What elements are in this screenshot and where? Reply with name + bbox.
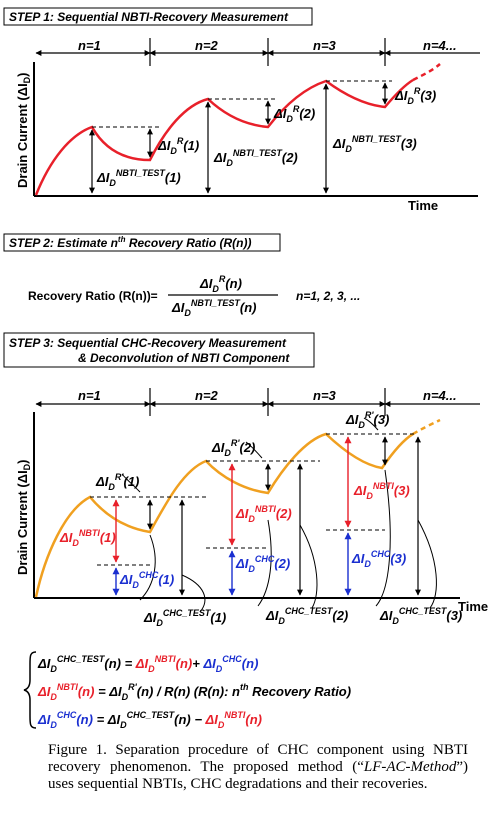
step3-title-line1: STEP 3: Sequential CHC-Recovery Measurem… (9, 336, 287, 350)
step3-x-axis-label: Time (458, 599, 488, 614)
step1-title: STEP 1: Sequential NBTI-Recovery Measure… (9, 10, 289, 24)
step1-nbti-test-label-2: ΔIDNBTI_TEST(2) (213, 148, 298, 168)
equation-2: ΔIDNBTI(n) = ΔIDR'(n) / R(n) (R(n): nth … (37, 682, 351, 702)
step3-chc-test-label-3: ΔIDCHC_TEST(3) (379, 606, 462, 626)
step3-y-axis-label: Drain Current (ΔID) (15, 459, 32, 575)
step1-nbti-test-label-3: ΔIDNBTI_TEST(3) (332, 134, 417, 154)
step3-measure-arrows (147, 436, 421, 596)
step3-leader-lines (121, 417, 437, 613)
step1-recovery-label-1: ΔIDR(1) (157, 136, 199, 156)
step3-nbti-label-2: ΔIDNBTI(2) (235, 504, 292, 524)
step3-title-box (3, 332, 315, 368)
step3-period-4: n=4... (423, 388, 457, 403)
step2-title-box (3, 233, 281, 252)
step3-chc-curve-projection (412, 418, 441, 436)
step3-period-1: n=1 (78, 388, 101, 403)
step2-title: STEP 2: Estimate nth Recovery Ratio (R(n… (9, 235, 252, 250)
figure-caption: Figure 1. Separation procedure of CHC co… (48, 742, 468, 792)
step3-chc-label-2: ΔIDCHC(2) (235, 554, 290, 574)
step1-nbti-curve-projection (412, 63, 441, 82)
equation-3: ΔIDCHC(n) = ΔIDCHC_TEST(n) − ΔIDNBTI(n) (37, 710, 262, 730)
ratio-n-range: n=1, 2, 3, ... (296, 289, 360, 303)
step1-period-1: n=1 (78, 38, 101, 53)
step1-axes (33, 62, 478, 197)
step1-period-2: n=2 (195, 38, 219, 53)
equation-brace (23, 651, 37, 729)
step3-period-2: n=2 (195, 388, 219, 403)
step3-recovery-label-2: ΔIDR'(2) (211, 438, 255, 458)
step3-title-line2: & Deconvolution of NBTI Component (78, 351, 290, 365)
step1-period-4: n=4... (423, 38, 457, 53)
step1-y-axis-label: Drain Current (ΔID) (15, 72, 32, 188)
step1-nbti-test-label-1: ΔIDNBTI_TEST(1) (96, 168, 181, 188)
step3-period-3: n=3 (313, 388, 337, 403)
step3-chc-test-label-1: ΔIDCHC_TEST(1) (143, 608, 226, 628)
step3-nbti-label-1: ΔIDNBTI(1) (59, 528, 116, 548)
step3-recovery-label-1: ΔIDR'(1) (95, 472, 139, 492)
step3-chc-curve (34, 432, 414, 598)
step3-axes (33, 412, 460, 599)
step3-guides (90, 433, 415, 566)
step1-period-3: n=3 (313, 38, 337, 53)
step1-x-axis-label: Time (408, 198, 438, 213)
step3-period-arrows (35, 388, 480, 416)
step1-measure-arrows (89, 82, 388, 194)
step1-title-box (3, 7, 313, 26)
step1-recovery-label-3: ΔIDR(3) (394, 86, 436, 106)
step3-chc-arrows (112, 532, 352, 596)
step3-recovery-label-3: ΔIDR'(3) (345, 410, 389, 430)
step3-chc-label-3: ΔIDCHC(3) (351, 549, 406, 569)
equation-1: ΔIDCHC_TEST(n) = ΔIDNBTI(n)+ ΔIDCHC(n) (37, 654, 258, 674)
step1-guides (92, 80, 392, 128)
step1-period-arrows (35, 38, 480, 66)
step3-chc-test-label-2: ΔIDCHC_TEST(2) (265, 606, 348, 626)
ratio-denominator: ΔIDNBTI_TEST(n) (171, 298, 256, 318)
step3-chc-label-1: ΔIDCHC(1) (119, 570, 174, 590)
step1-recovery-label-2: ΔIDR(2) (273, 104, 315, 124)
step3-nbti-arrows (112, 436, 352, 563)
recovery-ratio-label: Recovery Ratio (R(n))= (28, 289, 158, 303)
ratio-numerator: ΔIDR(n) (199, 274, 242, 294)
step3-nbti-label-3: ΔIDNBTI(3) (353, 481, 410, 501)
